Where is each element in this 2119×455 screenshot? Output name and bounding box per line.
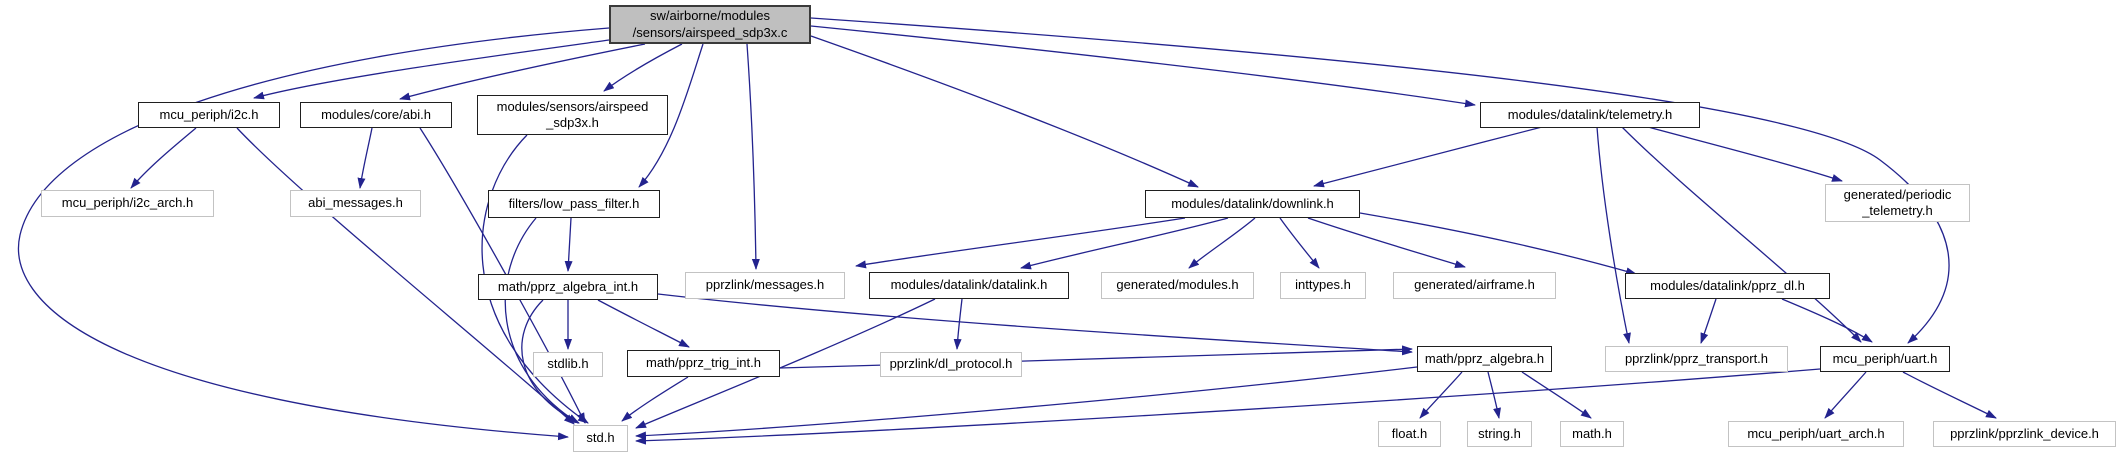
edge-airspeed-h-to-std — [481, 134, 589, 424]
edge-c-to-filters — [638, 43, 704, 188]
edge-algebra-int-to-trig-int — [597, 299, 690, 348]
edge-downlink-to-pprz-dl — [1359, 212, 1637, 276]
node-abi-messages-h: abi_messages.h — [290, 190, 421, 217]
node-stdlib-h: stdlib.h — [533, 352, 603, 377]
node-i2c-arch-h: mcu_periph/i2c_arch.h — [41, 190, 214, 217]
edge-algebra-to-string — [1487, 371, 1501, 419]
edge-c-to-abi — [399, 43, 646, 101]
edge-trig-int-to-std — [621, 376, 689, 422]
edge-telemetry-to-periodic — [1647, 126, 1843, 182]
edge-downlink-to-gen-modules — [1188, 217, 1256, 269]
node-pprz-algebra-h[interactable]: math/pprz_algebra.h — [1417, 346, 1552, 372]
edge-filters-to-std — [504, 217, 579, 424]
edge-algebra-to-math — [1521, 371, 1592, 419]
node-math-h: math.h — [1560, 421, 1624, 447]
node-downlink-h[interactable]: modules/datalink/downlink.h — [1145, 190, 1360, 218]
edge-downlink-to-messages — [855, 217, 1186, 269]
node-generated-airframe-h: generated/airframe.h — [1393, 272, 1556, 299]
edge-telemetry-to-transport — [1596, 126, 1631, 344]
edge-c-to-uart — [810, 17, 1950, 344]
node-pprzlink-device-h: pprzlink/pprzlink_device.h — [1933, 421, 2116, 447]
edge-filters-to-algebra-int — [564, 217, 573, 272]
node-pprz-trig-int-h[interactable]: math/pprz_trig_int.h — [627, 350, 780, 377]
node-dl-protocol-h: pprzlink/dl_protocol.h — [880, 352, 1022, 377]
edge-downlink-to-airframe — [1307, 217, 1466, 268]
edge-abi-to-abi-messages — [357, 127, 373, 189]
node-datalink-h[interactable]: modules/datalink/datalink.h — [869, 272, 1069, 299]
edge-c-to-airspeed-h — [603, 43, 683, 92]
node-uart-arch-h: mcu_periph/uart_arch.h — [1728, 421, 1904, 447]
node-float-h: float.h — [1378, 421, 1441, 447]
node-airspeed-sdp3x-h[interactable]: modules/sensors/airspeed _sdp3x.h — [477, 95, 668, 135]
edge-abi-to-std — [419, 127, 586, 424]
node-pprz-transport-h: pprzlink/pprz_transport.h — [1605, 346, 1788, 372]
edge-i2c-to-std — [236, 127, 575, 425]
node-pprz-algebra-int-h[interactable]: math/pprz_algebra_int.h — [478, 274, 658, 300]
node-mcu-periph-i2c-h[interactable]: mcu_periph/i2c.h — [138, 102, 280, 128]
edge-i2c-to-i2c-arch — [130, 127, 197, 189]
node-std-h: std.h — [573, 425, 628, 452]
edge-c-to-messages — [746, 43, 760, 270]
edge-c-to-downlink — [810, 35, 1199, 188]
node-string-h: string.h — [1467, 421, 1532, 447]
edge-downlink-to-datalink — [1020, 217, 1229, 270]
edge-datalink-to-dl-protocol — [953, 298, 963, 350]
edge-downlink-to-inttypes — [1279, 217, 1320, 269]
edge-c-to-i2c — [253, 39, 610, 100]
edge-algebra-to-std — [635, 366, 1418, 440]
edge-algebra-int-to-std — [521, 299, 580, 424]
node-pprzlink-messages-h: pprzlink/messages.h — [685, 272, 845, 299]
node-telemetry-h[interactable]: modules/datalink/telemetry.h — [1480, 102, 1700, 128]
edge-pprz-dl-to-transport — [1700, 298, 1717, 344]
edge-uart-to-pprzlink-device — [1902, 371, 1997, 419]
node-modules-core-abi-h[interactable]: modules/core/abi.h — [300, 102, 452, 128]
node-inttypes-h: inttypes.h — [1280, 272, 1366, 299]
node-periodic-telemetry-h: generated/periodic _telemetry.h — [1825, 184, 1970, 222]
edge-telemetry-to-uart — [1621, 126, 1862, 343]
edge-c-to-std — [17, 27, 610, 441]
edge-algebra-int-to-algebra — [657, 293, 1413, 356]
node-mcu-periph-uart-h[interactable]: mcu_periph/uart.h — [1820, 346, 1950, 372]
edge-c-to-telemetry — [810, 25, 1476, 108]
edge-trig-int-to-algebra — [779, 345, 1413, 369]
edge-pprz-dl-to-uart — [1781, 298, 1873, 343]
edge-uart-to-std — [635, 368, 1821, 445]
edge-uart-to-uart-arch — [1824, 371, 1867, 419]
node-airspeed-sdp3x-c: sw/airborne/modules /sensors/airspeed_sd… — [609, 5, 811, 44]
node-generated-modules-h: generated/modules.h — [1101, 272, 1254, 299]
edge-telemetry-to-downlink — [1313, 126, 1543, 188]
edge-algebra-to-float — [1419, 371, 1463, 419]
node-low-pass-filter-h[interactable]: filters/low_pass_filter.h — [488, 190, 660, 218]
node-pprz-dl-h[interactable]: modules/datalink/pprz_dl.h — [1625, 273, 1830, 299]
